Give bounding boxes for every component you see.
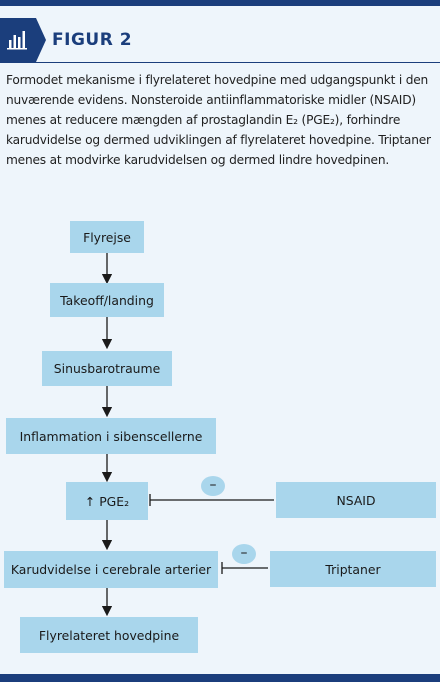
bar-chart-icon	[0, 18, 46, 62]
header-divider	[0, 62, 440, 63]
node-flyrejse: Flyrejse	[70, 221, 144, 253]
node-sinusbarotraume: Sinusbarotraume	[42, 351, 172, 386]
node-pge2: ↑ PGE₂	[66, 482, 148, 520]
node-triptaner: Triptaner	[270, 551, 436, 587]
figure-caption: Formodet mekanisme i flyrelateret hovedp…	[6, 73, 431, 167]
bottom-rule	[0, 674, 440, 682]
node-takeoff-landing: Takeoff/landing	[50, 283, 164, 317]
top-rule	[0, 0, 440, 6]
node-nsaid: NSAID	[276, 482, 436, 518]
node-inflammation: Inflammation i sibenscellerne	[6, 418, 216, 454]
inhibition-minus-triptaner: –	[232, 544, 256, 564]
inhibition-minus-nsaid: –	[201, 476, 225, 496]
figure-header: FIGUR 2	[0, 18, 440, 62]
figure-title: FIGUR 2	[52, 30, 133, 50]
node-flyrelateret-hovedpine: Flyrelateret hovedpine	[20, 617, 198, 653]
node-karudvidelse: Karudvidelse i cerebrale arterier	[4, 551, 218, 588]
